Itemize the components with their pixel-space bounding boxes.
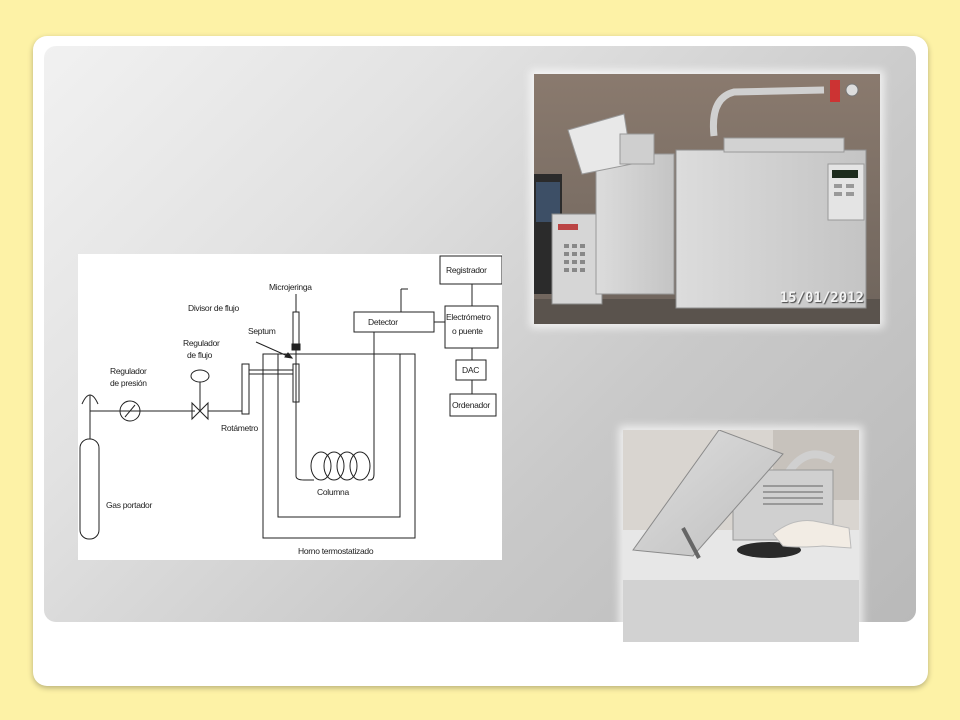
label-rotametro: Rotámetro: [221, 423, 259, 433]
photo-date-stamp: 15/01/2012: [779, 290, 864, 306]
gc-autosampler-photo: [623, 430, 859, 642]
microsyringe-icon: [292, 311, 300, 345]
label-regulador-flujo-2: de flujo: [187, 350, 213, 360]
oven-box: [262, 353, 416, 539]
rotameter-icon: [241, 363, 250, 415]
label-columna: Columna: [317, 487, 349, 497]
gas-chromatograph-diagram: Microjeringa Divisor de flujo Septum Reg…: [78, 254, 502, 560]
ordenador-box: [449, 393, 497, 417]
label-microjeringa: Microjeringa: [269, 282, 312, 292]
dac-box: [455, 359, 487, 381]
label-gas-portador: Gas portador: [106, 500, 152, 510]
gas-cylinder-icon: [79, 394, 100, 540]
label-ordenador: Ordenador: [452, 400, 490, 410]
label-electrometro-2: o puente: [452, 326, 483, 336]
label-dac: DAC: [462, 365, 479, 375]
flow-valve-icon: [190, 369, 210, 421]
label-horno: Horno termostatizado: [298, 546, 374, 556]
label-divisor-flujo: Divisor de flujo: [188, 303, 240, 313]
label-regulador-presion-2: de presión: [110, 378, 147, 388]
label-registrador: Registrador: [446, 265, 487, 275]
label-electrometro-1: Electrómetro: [446, 312, 491, 322]
pressure-gauge-icon: [119, 400, 141, 422]
column-coil: [310, 451, 371, 481]
label-regulador-flujo-1: Regulador: [183, 338, 220, 348]
registrador-box: [439, 255, 502, 285]
label-regulador-presion-1: Regulador: [110, 366, 147, 376]
label-septum: Septum: [248, 326, 276, 336]
label-detector: Detector: [368, 317, 398, 327]
gc-instrument-photo: 15/01/2012: [534, 74, 880, 324]
